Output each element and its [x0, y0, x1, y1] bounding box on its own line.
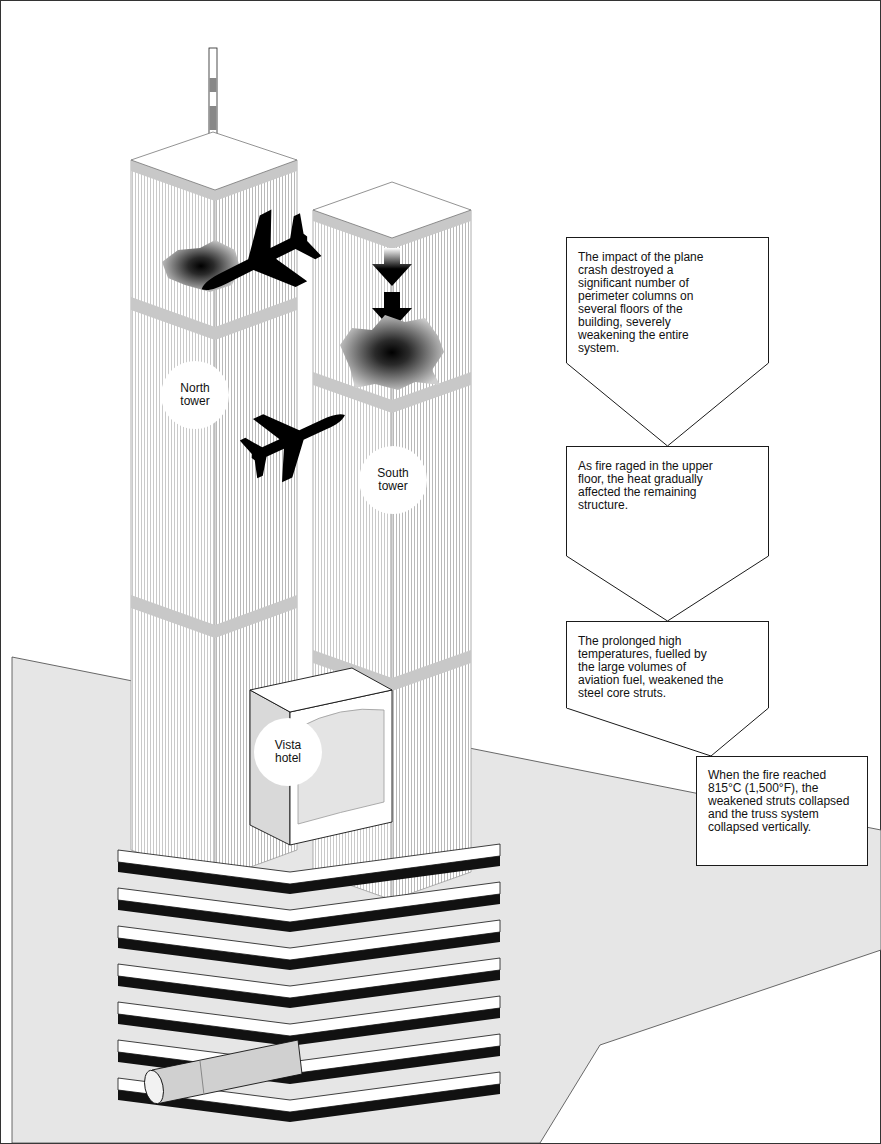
plaza-slab	[118, 958, 500, 1008]
impact-hole	[340, 315, 444, 390]
label-circle: South tower	[359, 446, 427, 514]
tower-band	[131, 595, 297, 638]
box-text: The impact of the plane crash destroyed …	[578, 251, 723, 355]
plaza-slab	[118, 996, 500, 1046]
process-box: The impact of the plane crash destroyed …	[566, 237, 769, 363]
flow-arrow	[567, 556, 769, 621]
tower-label: Vista hotel	[261, 739, 315, 765]
tower-roof	[131, 132, 297, 190]
pipe-seam	[200, 1061, 204, 1095]
antenna-segment	[210, 106, 217, 130]
box-text: When the fire reached 815°C (1,500°F), t…	[708, 769, 856, 834]
plaza-slab	[118, 882, 500, 932]
box-text: As fire raged in the upper floor, the he…	[578, 460, 728, 512]
pipe-end	[142, 1069, 167, 1106]
flow-arrow	[567, 708, 769, 756]
plaza-slab	[118, 920, 500, 970]
airplane	[184, 199, 329, 325]
pipe	[152, 1040, 302, 1104]
label-circle: Vista hotel	[254, 718, 322, 786]
hotel-roof	[250, 668, 392, 712]
flow-arrow	[567, 363, 769, 446]
impact-hole	[162, 240, 240, 292]
label-circle: North tower	[161, 361, 229, 429]
tower-band	[131, 297, 297, 340]
antenna-segment	[210, 78, 217, 92]
process-box: The prolonged high temperatures, fuelled…	[566, 621, 769, 708]
down-arrow	[372, 248, 412, 286]
process-box: As fire raged in the upper floor, the he…	[566, 446, 769, 556]
tower-roof	[313, 182, 471, 238]
tower-label: North tower	[168, 382, 222, 408]
box-text: The prolonged high temperatures, fuelled…	[578, 635, 725, 700]
process-box: When the fire reached 815°C (1,500°F), t…	[696, 756, 868, 866]
airplane	[234, 383, 360, 491]
plaza-slab	[118, 844, 500, 894]
tower-label: South tower	[366, 467, 420, 493]
